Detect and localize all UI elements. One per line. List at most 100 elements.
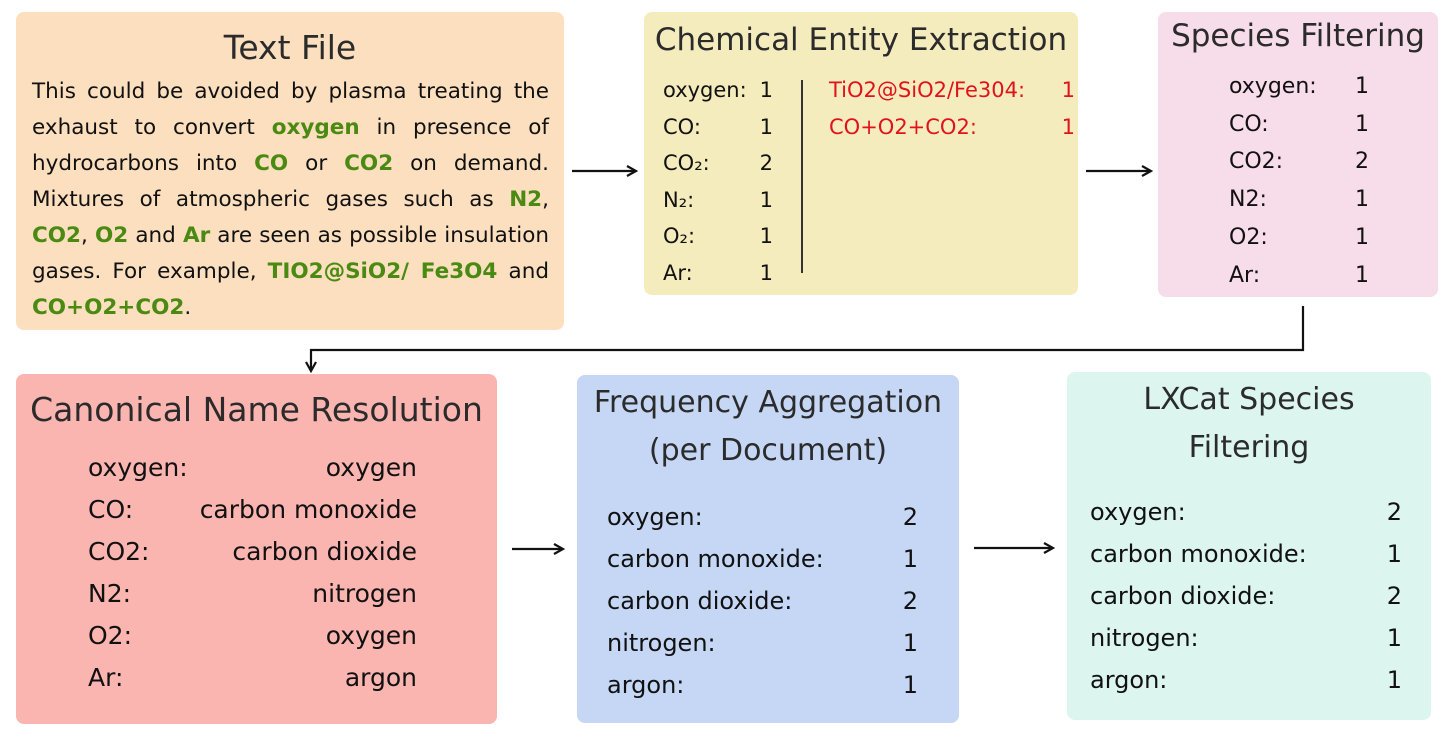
extraction-row-key: oxygen: [663, 78, 747, 102]
highlighted-entity: CO2 [344, 151, 394, 176]
frequency-box: Frequency Aggregation (per Document) oxy… [577, 375, 959, 723]
lxcat-row: oxygen: 2 [1090, 498, 1402, 528]
extraction-row-key: Ar: [663, 260, 693, 285]
lxcat-row-value: 2 [1386, 582, 1402, 610]
lxcat-row-value: 1 [1386, 666, 1402, 694]
highlighted-entity: O2 [94, 223, 129, 248]
frequency-row: nitrogen: 1 [607, 629, 918, 659]
paragraph-text: on demand. Mixtures of atmospheric gases… [32, 151, 549, 212]
extraction-row-value: 1 [759, 78, 773, 102]
paragraph-text: . [184, 295, 192, 320]
highlighted-entity: TIO2@SiO2/ Fe3O4 [267, 259, 498, 284]
species-filter-row-value: 1 [1355, 111, 1369, 137]
highlighted-entity: CO [254, 151, 289, 176]
species-filter-row-key: Ar: [1229, 262, 1261, 288]
paragraph-text: or [288, 151, 345, 176]
paragraph-text: and [497, 259, 549, 284]
canonical-row-value: nitrogen [312, 579, 417, 608]
extraction-row-value: 2 [759, 151, 773, 175]
arrow-3 [311, 306, 1305, 371]
species-filter-row-value: 1 [1355, 74, 1369, 99]
canonical-row-value: argon [344, 663, 417, 692]
species-filter-row-value: 1 [1355, 224, 1369, 250]
frequency-row-value: 2 [902, 503, 918, 531]
canonical-row: N2: nitrogen [88, 579, 417, 609]
extraction-row-key: N₂: [663, 187, 695, 212]
frequency-row-key: carbon dioxide: [607, 587, 793, 615]
frequency-row: oxygen: 2 [607, 503, 918, 533]
species-filter-row-value: 1 [1355, 187, 1369, 213]
lxcat-box: LXCat Species Filtering oxygen: 2 carbon m… [1067, 372, 1431, 720]
frequency-row-value: 1 [902, 671, 918, 699]
extraction-row-value: 1 [759, 224, 773, 248]
extraction-row: CO₂: 2 [663, 151, 773, 181]
paragraph-text: , [81, 223, 95, 248]
species-filter-row: CO2: 2 [1229, 149, 1369, 179]
extraction-row: CO: 1 [663, 115, 773, 145]
frequency-row-key: carbon monoxide: [607, 545, 824, 573]
lxcat-row-key: argon: [1090, 666, 1168, 694]
extraction-row: N₂:1 [663, 188, 773, 218]
canonical-row-value: carbon monoxide [199, 495, 417, 524]
species-filter-row-key: CO2: [1229, 149, 1284, 175]
canonical-row: oxygen:oxygen [88, 453, 417, 483]
canonical-row-key: CO2: [88, 537, 150, 566]
paragraph-text: This could be avoided by plasma treating… [32, 79, 549, 140]
species-filter-row: N2: 1 [1229, 187, 1369, 217]
extraction-row-key: CO₂: [663, 151, 710, 175]
extraction-unmatched-row: TiO2@SiO2/Fe304:1 [829, 78, 1075, 108]
extraction-row: O₂: 1 [663, 224, 773, 254]
extraction-row-key: O₂: [663, 224, 696, 248]
lxcat-row-key: carbon dioxide: [1090, 582, 1276, 610]
frequency-row-value: 2 [902, 587, 918, 615]
frequency-title-line1: Frequency Aggregation [593, 385, 943, 420]
lxcat-row-key: carbon monoxide: [1090, 540, 1307, 568]
frequency-row-key: nitrogen: [607, 629, 716, 657]
extraction-unmatched-row-key: CO+O2+CO2: [829, 114, 977, 139]
frequency-row: argon: 1 [607, 671, 918, 701]
lxcat-row-value: 1 [1386, 624, 1402, 652]
lxcat-title-line1: LXCat Species [1143, 382, 1355, 417]
lxcat-title-line2: Filtering [1188, 430, 1310, 465]
canonical-row: CO2:carbon dioxide [88, 537, 417, 567]
text-file-paragraph: This could be avoided by plasma treating… [32, 74, 549, 326]
highlighted-entity: N2 [509, 187, 543, 212]
lxcat-row-key: nitrogen: [1090, 624, 1199, 652]
frequency-row-key: argon: [607, 671, 685, 699]
frequency-row-key: oxygen: [607, 503, 703, 531]
canonical-row: O2:oxygen [88, 621, 417, 651]
canonical-row-key: N2: [88, 579, 132, 608]
species-filter-row: CO:1 [1229, 112, 1369, 142]
frequency-title-line2: (per Document) [648, 433, 888, 468]
lxcat-row: nitrogen: 1 [1090, 624, 1402, 654]
canonical-row: CO:carbon monoxide [88, 495, 417, 525]
species-filter-row-key: O2: [1229, 224, 1268, 250]
paragraph-text: , [542, 187, 549, 212]
extraction-unmatched-row: CO+O2+CO2:1 [829, 115, 1075, 145]
extraction-unmatched-row-key: TiO2@SiO2/Fe304: [829, 78, 1026, 102]
highlighted-entity: oxygen [271, 115, 360, 140]
species-filter-title: Species Filtering [1171, 18, 1425, 54]
canonical-row: Ar: argon [88, 663, 417, 693]
highlighted-entity: CO2 [32, 223, 82, 248]
lxcat-row-value: 2 [1386, 498, 1402, 526]
lxcat-row: carbon dioxide: 2 [1090, 582, 1402, 612]
species-filter-row-value: 2 [1355, 149, 1369, 175]
canonical-row-key: Ar: [88, 663, 124, 692]
extraction-row-value: 1 [759, 260, 773, 285]
extraction-title: Chemical Entity Extraction [654, 22, 1068, 58]
canonical-row-key: oxygen: [88, 453, 188, 482]
frequency-row-value: 1 [902, 629, 918, 657]
lxcat-row-key: oxygen: [1090, 498, 1186, 526]
extraction-row-value: 1 [759, 114, 773, 139]
extraction-row-key: CO: [663, 114, 701, 139]
lxcat-row: carbon monoxide:1 [1090, 540, 1402, 570]
species-filter-row-key: N2: [1229, 187, 1267, 213]
species-filter-row-value: 1 [1355, 262, 1369, 288]
highlighted-entity: Ar [182, 223, 211, 248]
extraction-row: Ar: 1 [663, 261, 773, 291]
